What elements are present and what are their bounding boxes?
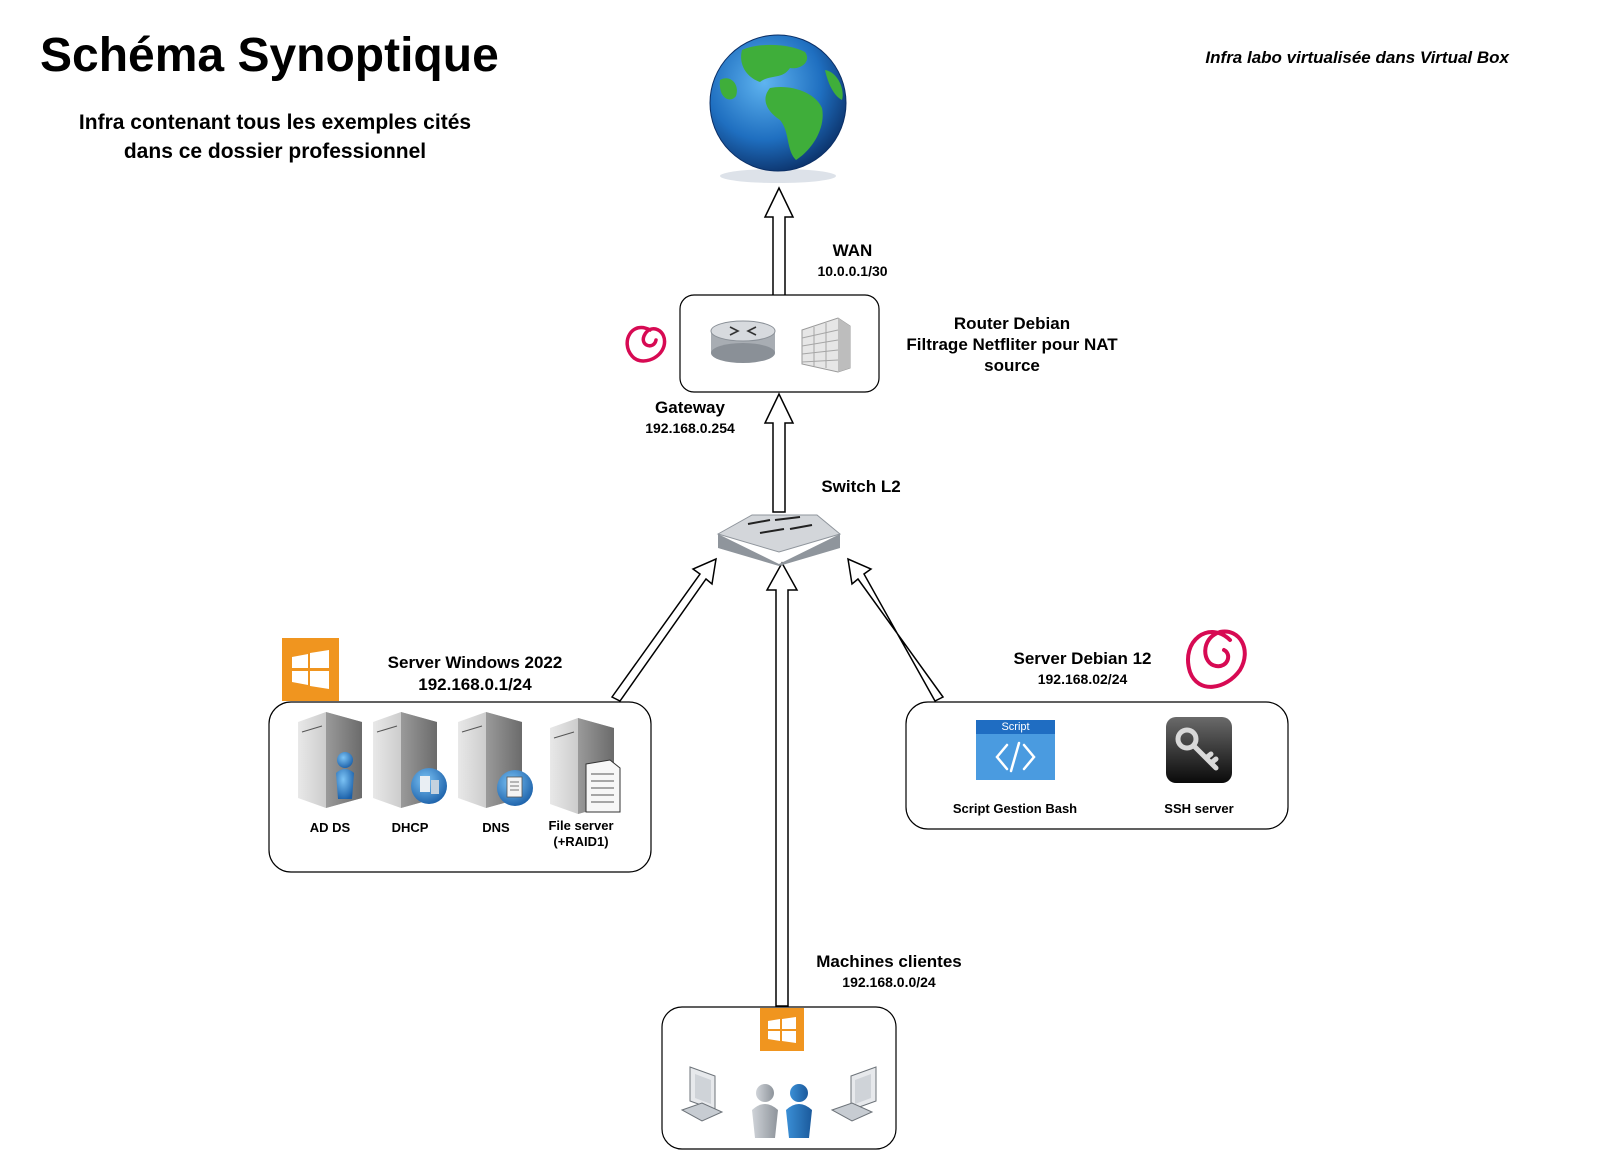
debian-logo xyxy=(1186,629,1247,689)
server-icon xyxy=(373,712,447,808)
debian-logo xyxy=(625,325,667,363)
user-icon xyxy=(786,1084,812,1138)
page-title: Schéma Synoptique xyxy=(40,29,499,82)
router-line: Router Debian xyxy=(953,314,1071,333)
role-line: (+RAID1) xyxy=(553,834,609,849)
debian-server-name: Server Debian 12 xyxy=(1013,649,1152,668)
ssh-key-icon xyxy=(1166,717,1232,783)
server-icon xyxy=(550,718,621,814)
router-title: Router Debian Filtrage Netfliter pour NA… xyxy=(882,313,1142,376)
server-icon xyxy=(458,712,533,808)
router-line: source xyxy=(984,356,1040,375)
clients-ip: 192.168.0.0/24 xyxy=(842,974,936,990)
monitor-icon xyxy=(830,1066,877,1122)
monitor-icon xyxy=(680,1066,724,1122)
role-label-dns: DNS xyxy=(482,820,510,835)
subtitle-line: dans ce dossier professionnel xyxy=(123,140,427,163)
clients-name: Machines clientes xyxy=(816,952,962,971)
windows-server-ip: 192.168.0.1/24 xyxy=(418,675,532,694)
firewall-icon xyxy=(801,317,851,373)
service-label-ssh: SSH server xyxy=(1164,801,1234,816)
arrow-windows-to-switch xyxy=(610,557,717,702)
service-label-script: Script Gestion Bash xyxy=(952,801,1078,816)
windows-logo xyxy=(760,1008,804,1051)
arrow-router-to-wan xyxy=(763,186,795,297)
router-icon xyxy=(710,320,776,363)
arrow-switch-to-router xyxy=(763,392,795,513)
windows-logo xyxy=(282,638,339,701)
script-icon xyxy=(976,720,1055,780)
infra-note: Infra labo virtualisée dans Virtual Box xyxy=(1205,48,1509,67)
gateway-ip: 192.168.0.254 xyxy=(645,420,735,436)
arrow-debian-to-switch xyxy=(847,557,945,702)
wan-ip: 10.0.0.1/30 xyxy=(817,263,888,279)
user-icon xyxy=(752,1084,778,1138)
windows-server-name: Server Windows 2022 xyxy=(387,653,563,672)
page-subtitle: Infra contenant tous les exemples cités … xyxy=(40,108,510,166)
switch-label: Switch L2 xyxy=(821,477,901,496)
script-badge: Script xyxy=(1001,721,1030,733)
router-line: Filtrage Netfliter pour NAT xyxy=(906,335,1118,354)
role-label-file-server: File server (+RAID1) xyxy=(540,818,622,850)
gateway-label: Gateway xyxy=(655,398,725,417)
role-line: File server xyxy=(548,818,614,833)
arrow-clients-to-switch xyxy=(765,561,799,1007)
role-label-dhcp: DHCP xyxy=(391,820,429,835)
wan-label: WAN xyxy=(832,241,873,260)
globe-icon xyxy=(709,34,847,183)
debian-server-ip: 192.168.02/24 xyxy=(1037,671,1128,687)
subtitle-line: Infra contenant tous les exemples cités xyxy=(78,111,472,134)
role-label-adds: AD DS xyxy=(309,820,351,835)
switch-icon xyxy=(716,514,842,566)
server-icon xyxy=(298,712,362,808)
